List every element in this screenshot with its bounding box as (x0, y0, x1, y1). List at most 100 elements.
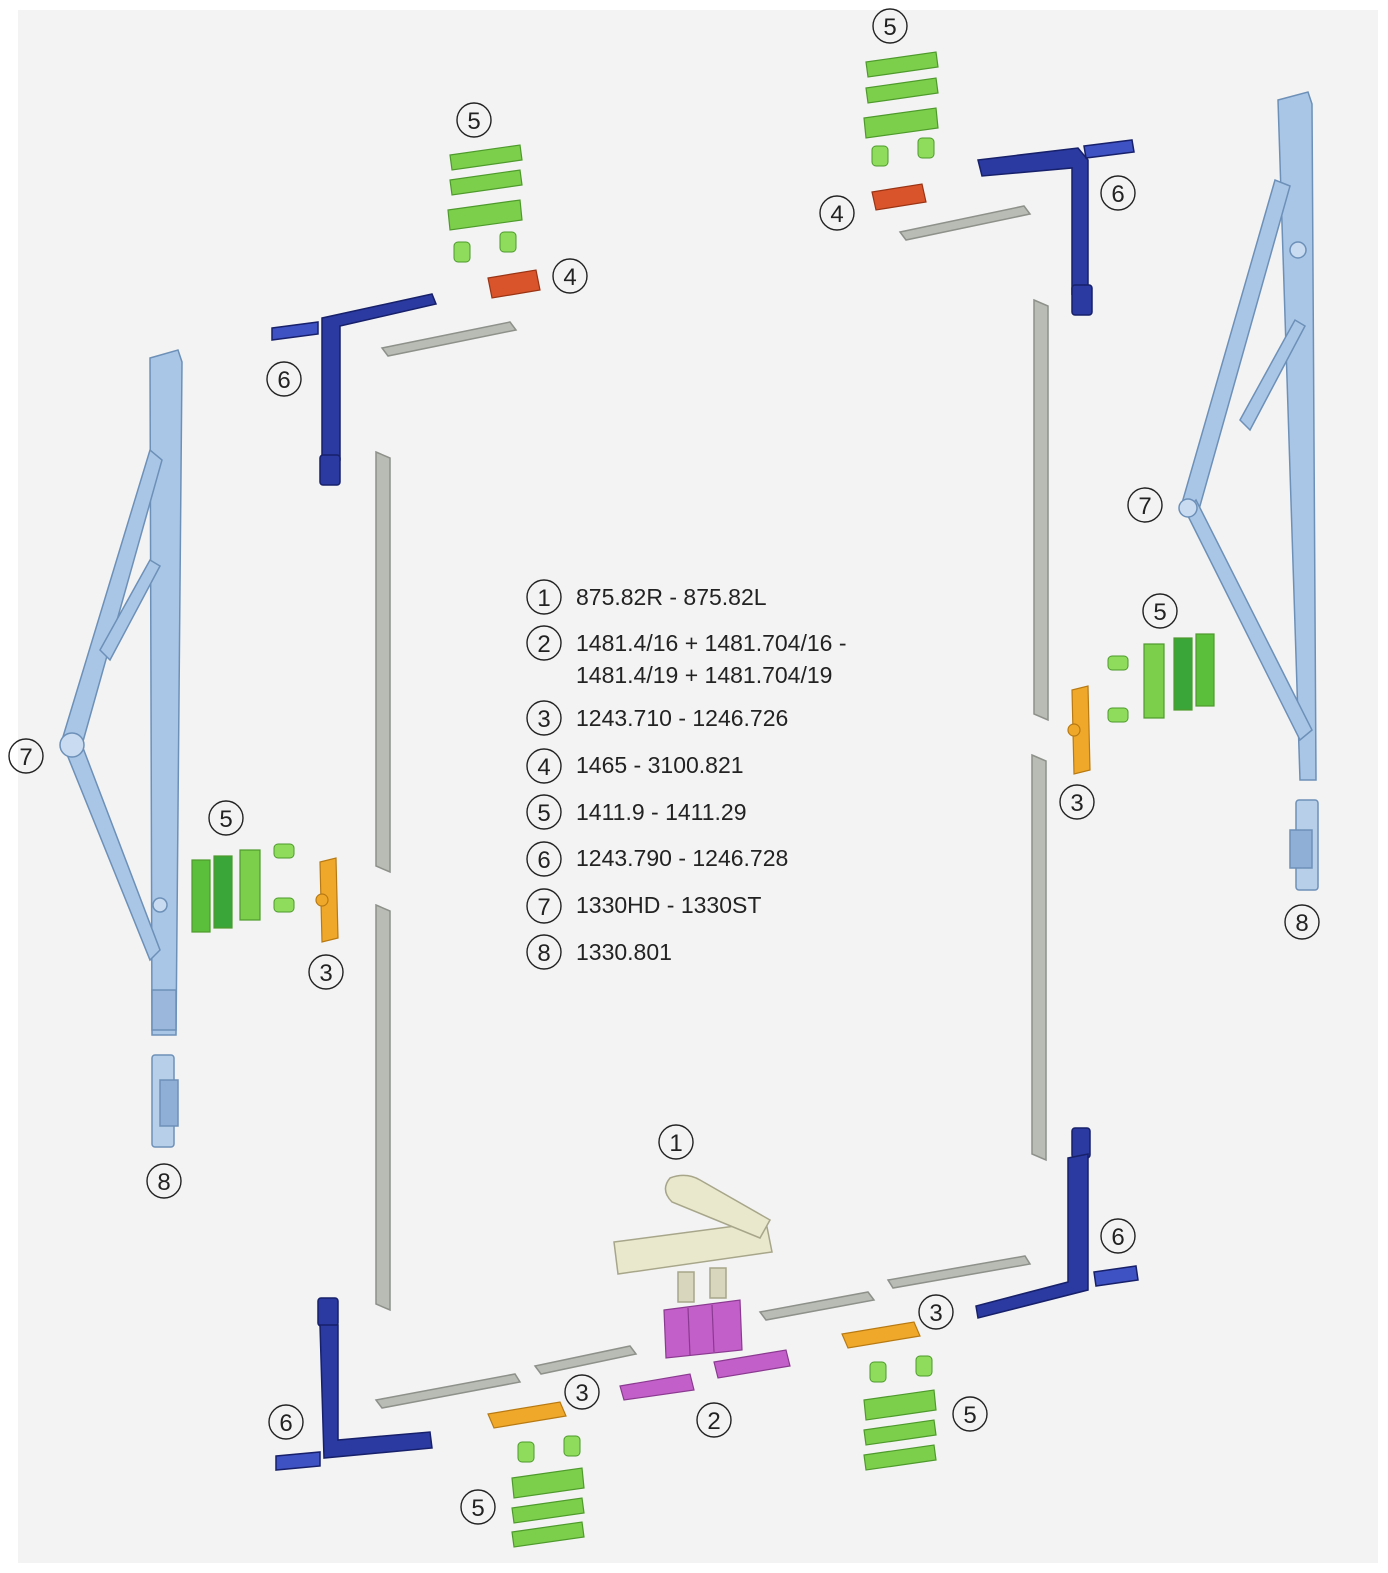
drive-blocks (487, 183, 927, 299)
keeper-vertical (213, 855, 233, 929)
rod-right-upper (1033, 298, 1049, 722)
rod-bottom-2 (533, 1345, 638, 1375)
callout-5: 5 (460, 1489, 496, 1525)
svg-text:8: 8 (537, 940, 550, 967)
legend-item-7: 7 1330HD - 1330ST (526, 888, 761, 924)
callout-7: 7 (8, 738, 44, 774)
svg-text:6: 6 (279, 1410, 292, 1437)
corner-bracket-bottom-left (275, 1297, 433, 1471)
svg-text:7: 7 (537, 894, 550, 921)
svg-text:8: 8 (1295, 910, 1308, 937)
screws (273, 137, 1129, 1463)
svg-text:1481.4/16 + 1481.704/16 -: 1481.4/16 + 1481.704/16 - (576, 630, 847, 656)
svg-text:1411.9 - 1411.29: 1411.9 - 1411.29 (576, 799, 747, 825)
svg-text:6: 6 (1111, 1224, 1124, 1251)
diagram-background (18, 10, 1378, 1563)
callout-3: 3 (918, 1294, 954, 1330)
callout-4: 4 (819, 195, 855, 231)
svg-text:6: 6 (277, 367, 290, 394)
keeper-plate (865, 51, 939, 78)
keeper-plate (449, 169, 523, 196)
callout-6: 6 (1100, 1218, 1136, 1254)
keeper-plate (447, 199, 523, 231)
strikers (315, 685, 1091, 1429)
callout-8: 8 (146, 1163, 182, 1199)
svg-text:7: 7 (1138, 493, 1151, 520)
callout-5: 5 (872, 8, 908, 44)
parts-legend: 1 875.82R - 875.82L 2 1481.4/16 + 1481.7… (526, 579, 847, 970)
gearbox-body (663, 1299, 743, 1359)
legend-item-2: 2 1481.4/16 + 1481.704/16 - 1481.4/19 + … (526, 625, 847, 688)
legend-item-5: 5 1411.9 - 1411.29 (526, 794, 747, 830)
svg-text:5: 5 (1153, 599, 1166, 626)
svg-text:1: 1 (537, 585, 550, 612)
svg-text:3: 3 (319, 960, 332, 987)
svg-text:1330HD - 1330ST: 1330HD - 1330ST (576, 892, 761, 918)
gearbox-connector (619, 1373, 695, 1401)
striker (841, 1321, 921, 1349)
svg-text:1481.4/19 + 1481.704/19: 1481.4/19 + 1481.704/19 (576, 662, 832, 688)
striker (319, 857, 339, 943)
svg-text:2: 2 (537, 631, 550, 658)
striker (1071, 685, 1091, 775)
callout-6: 6 (266, 361, 302, 397)
keeper-vertical (1143, 643, 1165, 719)
rod-right-lower (1031, 753, 1047, 1162)
svg-text:5: 5 (963, 1402, 976, 1429)
callouts: 1 2 3 3 3 3 4 4 5 5 5 5 5 5 6 6 6 6 7 7 … (8, 8, 1320, 1525)
legend-item-1: 1 875.82R - 875.82L (526, 579, 767, 615)
svg-text:6: 6 (537, 847, 550, 874)
callout-5: 5 (1142, 593, 1178, 629)
corner-bracket-bottom-right (975, 1127, 1139, 1319)
drive-block (871, 183, 927, 211)
handle-lever (664, 1174, 772, 1239)
rod-top-right (898, 205, 1032, 241)
svg-text:1243.790 - 1246.728: 1243.790 - 1246.728 (576, 845, 788, 871)
legend-item-8: 8 1330.801 (526, 934, 672, 970)
svg-text:3: 3 (575, 1380, 588, 1407)
keeper-plate (863, 107, 939, 139)
stay-arm-right (1178, 91, 1319, 891)
keeper-plate (863, 1389, 937, 1421)
svg-text:2: 2 (707, 1408, 720, 1435)
keeper-plates (191, 51, 1215, 1548)
svg-text:3: 3 (929, 1300, 942, 1327)
drive-block (487, 269, 541, 299)
svg-text:875.82R - 875.82L: 875.82R - 875.82L (576, 584, 767, 610)
rods (374, 205, 1049, 1409)
svg-text:1465 - 3100.821: 1465 - 3100.821 (576, 752, 744, 778)
svg-text:4: 4 (563, 264, 576, 291)
callout-1: 1 (658, 1124, 694, 1160)
callout-3: 3 (564, 1374, 600, 1410)
callout-5: 5 (456, 102, 492, 138)
rod-bottom-1 (374, 1373, 522, 1409)
callout-7: 7 (1127, 487, 1163, 523)
corner-bracket-top-right (977, 139, 1135, 316)
rod-left-lower (375, 903, 391, 1312)
callout-8: 8 (1284, 904, 1320, 940)
keeper-plate (511, 1467, 585, 1499)
legend-item-6: 6 1243.790 - 1246.728 (526, 841, 788, 877)
svg-text:6: 6 (1111, 181, 1124, 208)
svg-text:1: 1 (669, 1130, 682, 1157)
svg-text:5: 5 (883, 14, 896, 41)
keeper-plate (863, 1419, 937, 1446)
rod-bottom-4 (886, 1255, 1032, 1289)
legend-item-4: 4 1465 - 3100.821 (526, 748, 744, 784)
keeper-plate (511, 1497, 585, 1524)
callout-3: 3 (1059, 784, 1095, 820)
svg-text:5: 5 (219, 806, 232, 833)
rod-bottom-3 (758, 1291, 876, 1321)
keeper-vertical (239, 849, 261, 921)
svg-text:1243.710 - 1246.726: 1243.710 - 1246.726 (576, 705, 788, 731)
rod-top-left (380, 321, 518, 357)
keeper-plate (863, 1444, 937, 1471)
svg-text:3: 3 (537, 706, 550, 733)
svg-text:5: 5 (467, 108, 480, 135)
handle-base (613, 1221, 773, 1275)
gearbox (619, 1299, 791, 1401)
keeper-plate (865, 77, 939, 104)
keeper-vertical (1195, 633, 1215, 707)
callout-2: 2 (696, 1402, 732, 1438)
